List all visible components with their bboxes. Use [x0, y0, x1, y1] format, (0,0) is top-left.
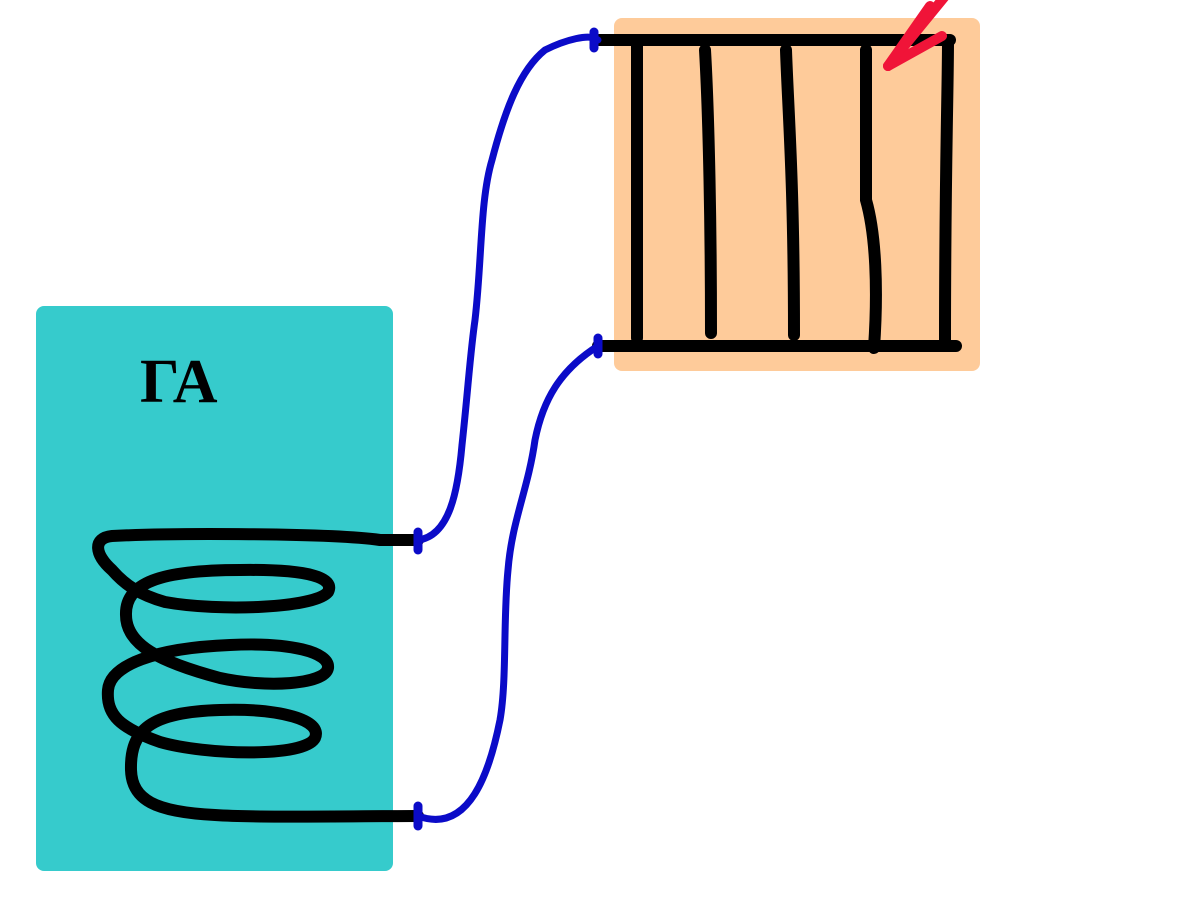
lower-pipe [414, 342, 602, 823]
generator-label: ГА [140, 348, 218, 416]
radiator-section-5 [939, 34, 954, 348]
radiator-section-3 [780, 44, 800, 341]
heat-exchanger-coil [92, 528, 424, 823]
radiator-frame [592, 34, 962, 354]
red-arrow-icon [883, 0, 949, 71]
supply-return-pipes [413, 27, 603, 831]
upper-pipe [414, 33, 602, 544]
radiator-section-2 [699, 44, 717, 339]
radiator-section-4 [860, 44, 882, 354]
